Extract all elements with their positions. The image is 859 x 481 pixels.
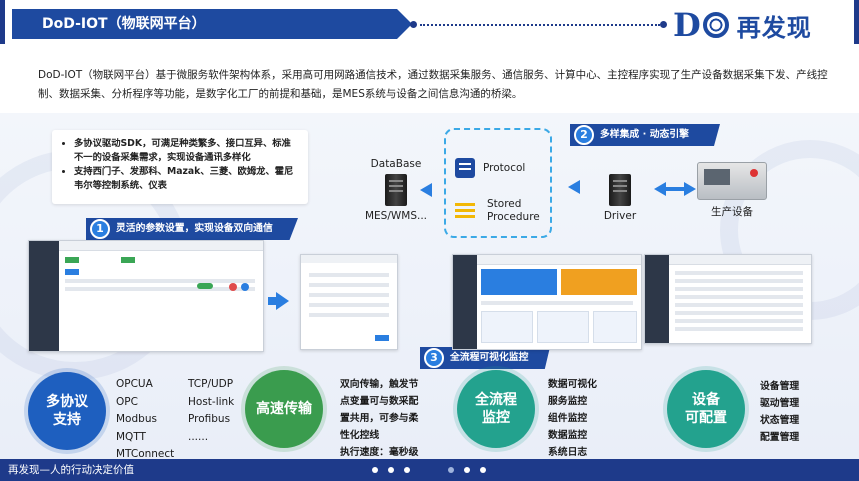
arrow-left-icon (654, 182, 666, 196)
badge-number: 2 (574, 125, 594, 145)
monitoring-list: 数据可视化 服务监控 组件监控 数据监控 系统日志 (548, 379, 597, 458)
feature-high-speed-circle: 高速传输 (245, 370, 323, 448)
server-icon (609, 174, 631, 206)
arrow-right-icon (684, 182, 696, 196)
pager-dot (480, 467, 486, 473)
pager-dot (448, 467, 454, 473)
arrow-right-icon (276, 292, 289, 310)
feature-bullet-box: 多协议驱动SDK，可满足种类繁多、接口互异、标准不一的设备采集需求，实现设备通讯… (52, 130, 308, 204)
protocol-label: Protocol (483, 162, 526, 174)
stored-procedure-icon (455, 202, 475, 220)
configurable-list: 设备管理 驱动管理 状态管理 配置管理 (760, 381, 800, 443)
screenshot-dialog (300, 254, 398, 350)
footer-slogan: 再发现—人的行动决定价值 (8, 464, 134, 476)
driver-node: Driver (596, 170, 644, 222)
screenshot-parameter-settings (28, 240, 264, 352)
high-speed-list: 双向传输，触发节 点变量可与数采配 置共用，可参与柔 性化控线 执行速度：毫秒级 (340, 379, 419, 458)
header-left-bar (0, 0, 5, 44)
stored-procedure-item: Stored Procedure (455, 198, 540, 224)
equipment-icon (697, 162, 767, 200)
feature-monitoring-circle: 全流程 监控 (457, 370, 535, 448)
arrow-shaft (268, 297, 277, 305)
arrow-shaft (664, 187, 684, 191)
protocol-item: Protocol (455, 158, 525, 178)
mes-label: MES/WMS... (364, 210, 427, 222)
protocol-icon (455, 158, 475, 178)
database-label: DataBase (370, 158, 422, 170)
footer-bar: 再发现—人的行动决定价值 (0, 459, 859, 481)
pager-dot (388, 467, 394, 473)
equipment-label: 生产设备 (711, 206, 753, 218)
engine-box (444, 128, 552, 238)
pager-dot (404, 467, 410, 473)
header-dot-start (410, 21, 417, 28)
badge-3: 3 全流程可视化监控 (420, 347, 550, 369)
header-right-bar (854, 0, 859, 44)
driver-label: Driver (603, 210, 637, 222)
pager-dot (464, 467, 470, 473)
stored-label-line1: Stored (487, 198, 522, 210)
brand-logo: D 再发现 (673, 8, 812, 42)
equipment-node: 生产设备 (694, 162, 770, 219)
pager-dot (372, 467, 378, 473)
feature-multi-protocol-circle: 多协议 支持 (28, 372, 106, 450)
header-dashed-line (420, 24, 660, 26)
badge-label: 多样集成 · 动态引擎 (600, 129, 689, 140)
protocol-list-b: TCP/UDP Host-link Profibus ...... (188, 378, 235, 443)
bullet-item: 支持西门子、发那科、Mazak、三菱、欧姆龙、霍尼韦尔等控制系统、仪表 (74, 165, 298, 193)
stored-label-line2: Procedure (487, 211, 540, 223)
badge-2: 2 多样集成 · 动态引擎 (570, 124, 720, 146)
badge-1: 1 灵活的参数设置，实现设备双向通信 (86, 218, 298, 240)
logo-o-icon (702, 12, 729, 38)
logo-text: 再发现 (736, 13, 812, 42)
badge-number: 1 (90, 219, 110, 239)
badge-label: 灵活的参数设置，实现设备双向通信 (116, 223, 273, 234)
arrow-left-icon (568, 180, 580, 194)
header-dot-end (660, 21, 667, 28)
server-icon (385, 174, 407, 206)
database-node: DataBase MES/WMS... (362, 158, 430, 222)
badge-number: 3 (424, 348, 444, 368)
intro-paragraph: DoD-IOT（物联网平台）基于微服务软件架构体系，采用高可用网路通信技术，通过… (38, 69, 828, 100)
bullet-item: 多协议驱动SDK，可满足种类繁多、接口互异、标准不一的设备采集需求，实现设备通讯… (74, 137, 298, 165)
logo-d-glyph: D (673, 6, 701, 44)
arrow-left-icon (420, 183, 432, 197)
screenshot-dashboard (452, 254, 642, 350)
feature-configurable-circle: 设备 可配置 (667, 370, 745, 448)
page-title: DoD-IOT（物联网平台） (12, 9, 412, 39)
badge-label: 全流程可视化监控 (450, 352, 529, 363)
protocol-list-a: OPCUA OPC Modbus MQTT MTConnect (116, 378, 175, 460)
screenshot-table (644, 254, 812, 344)
